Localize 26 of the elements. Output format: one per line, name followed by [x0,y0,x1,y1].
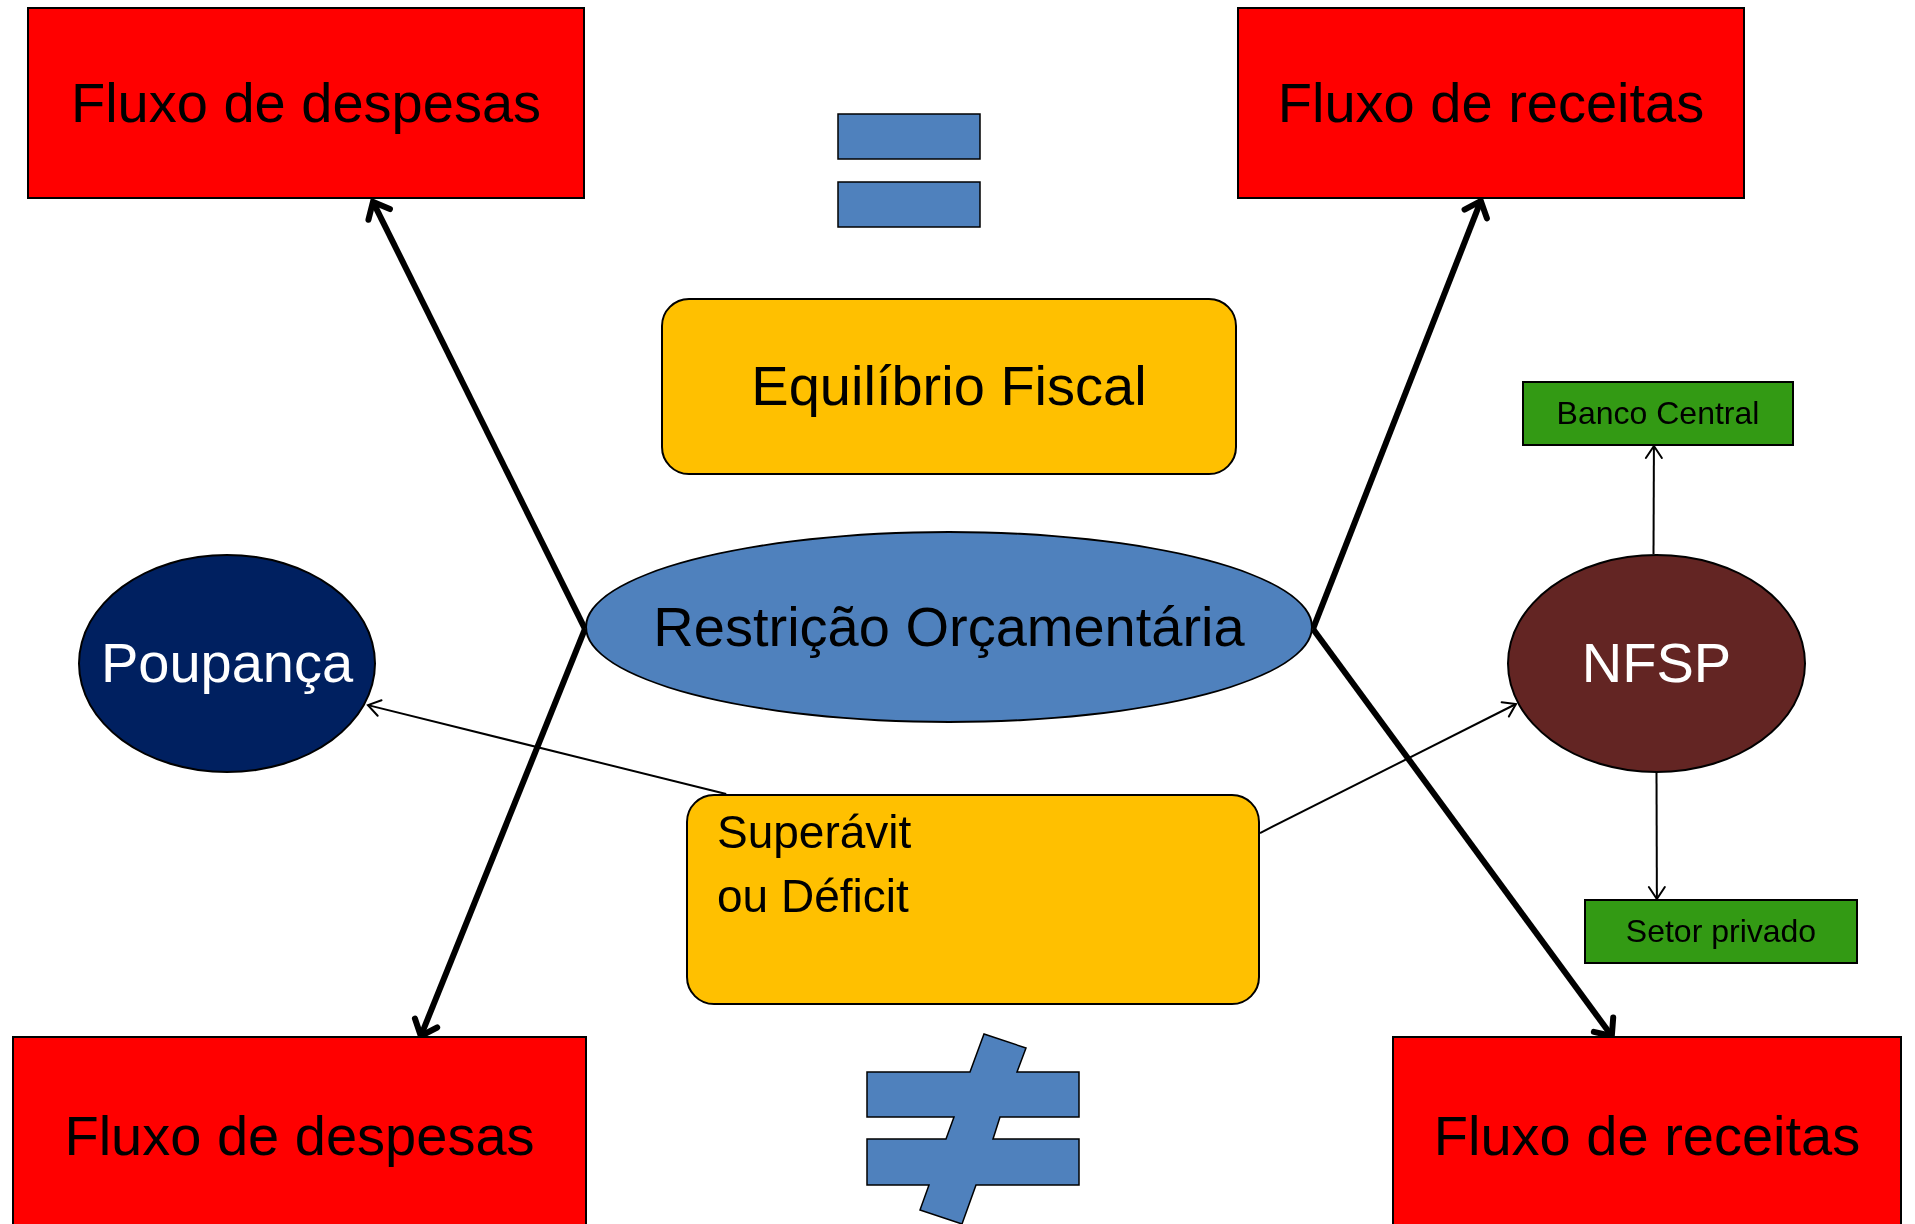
node-label: Fluxo de despesas [70,70,542,136]
node-label: NFSP [1581,631,1732,696]
node-label: Fluxo de despesas [64,1103,535,1169]
flow-box [12,1036,587,1224]
label-box [1522,381,1794,446]
node-label: Setor privado [1625,913,1817,950]
arrow [1310,197,1490,630]
node-label: Fluxo de receitas [1277,70,1705,136]
arrow [1644,445,1663,555]
flow-box [27,7,585,199]
arrow [411,627,588,1039]
node-label: Poupança [100,631,354,696]
node-label: Fluxo de receitas [1433,1103,1861,1169]
arrow [1310,627,1617,1039]
rounded-box [661,298,1237,475]
rounded-box [686,794,1260,1005]
node-label: Equilíbrio Fiscal [751,354,1147,419]
node-label: Superávit ou Déficit [717,805,912,924]
node-label: Banco Central [1556,395,1760,432]
arrow [1259,701,1517,835]
label-box [1584,899,1858,964]
arrow [1647,772,1666,900]
flow-box [1392,1036,1902,1224]
node-label: Restrição Orçamentária [653,594,1245,660]
arrow [366,699,728,795]
flow-box [1237,7,1745,199]
